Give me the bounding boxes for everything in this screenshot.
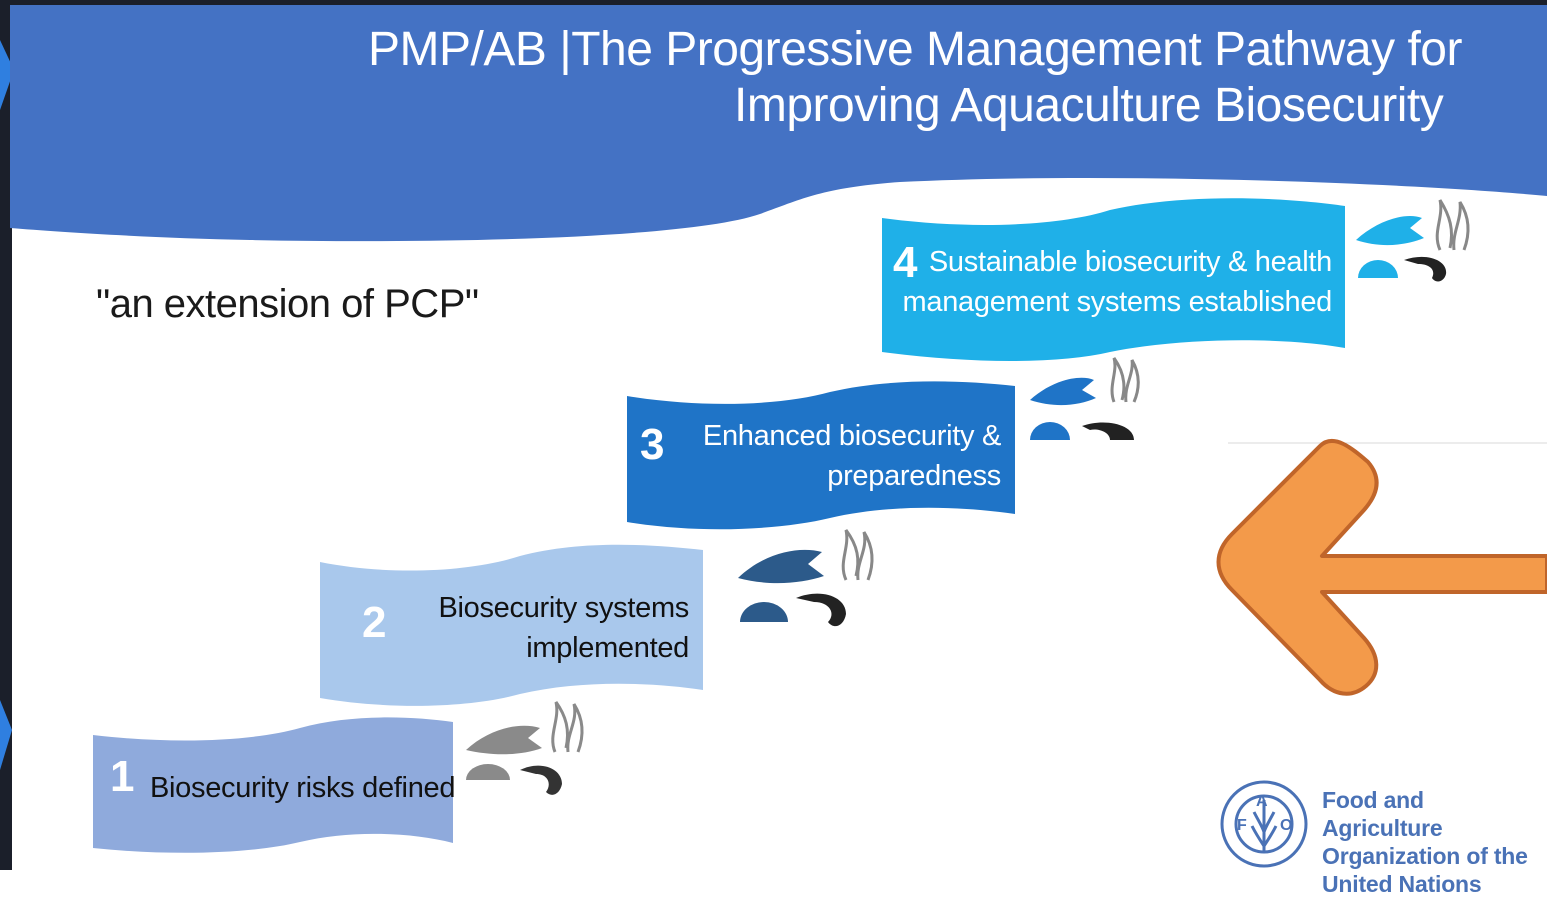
icon-group-4 — [1356, 200, 1468, 281]
shrimp-icon — [1082, 422, 1134, 440]
fish-icon — [1356, 216, 1424, 245]
shrimp-icon — [796, 594, 846, 627]
step-1-number: 1 — [110, 752, 134, 802]
seaweed-icon — [843, 530, 872, 580]
fao-line-3: United Nations — [1322, 870, 1547, 898]
svg-text:F: F — [1237, 817, 1247, 834]
icon-group-1 — [466, 702, 582, 795]
step-1-label: Biosecurity risks defined — [150, 768, 455, 808]
step-4-number: 4 — [893, 238, 917, 288]
fish-icon — [466, 726, 542, 754]
svg-text:A: A — [1256, 793, 1268, 810]
fao-logo-text: Food and Agriculture Organization of the… — [1322, 786, 1547, 898]
step-2-label-line-2: implemented — [526, 628, 689, 668]
fish-icon — [738, 550, 824, 583]
subtitle: "an extension of PCP" — [96, 282, 479, 327]
fish-icon — [1030, 378, 1096, 405]
seaweed-icon — [553, 702, 582, 752]
header-title-line-1: PMP/AB |The Progressive Management Pathw… — [368, 22, 1462, 77]
seaweed-icon — [1437, 200, 1468, 250]
step-2-number: 2 — [362, 598, 386, 648]
step-3-label-line-2: preparedness — [827, 456, 1001, 496]
fao-logo-icon: F A O — [1222, 782, 1306, 866]
fao-line-2: Organization of the — [1322, 842, 1547, 870]
shell-icon — [740, 602, 788, 622]
shrimp-icon — [1404, 257, 1446, 282]
svg-text:O: O — [1280, 817, 1292, 834]
icon-group-2 — [738, 530, 872, 626]
arrow-left-icon — [1219, 441, 1547, 694]
fao-line-1: Food and Agriculture — [1322, 786, 1547, 842]
shrimp-icon — [520, 766, 562, 795]
top-edge-strip — [0, 0, 1547, 5]
seaweed-icon — [1112, 358, 1138, 402]
step-3-label-line-1: Enhanced biosecurity & — [703, 416, 1001, 456]
shell-icon — [466, 764, 510, 780]
step-3-number: 3 — [640, 420, 664, 470]
shell-icon — [1358, 260, 1398, 278]
icon-group-3 — [1030, 358, 1138, 440]
slide: F A O PMP/AB |The Progressive Management… — [0, 0, 1547, 870]
step-4-label-line-1: Sustainable biosecurity & health — [929, 242, 1332, 282]
step-4-label-line-2: management systems established — [903, 282, 1332, 322]
step-2-label-line-1: Biosecurity systems — [438, 588, 689, 628]
shell-icon — [1030, 422, 1070, 440]
header-title-line-2: Improving Aquaculture Biosecurity — [734, 78, 1443, 133]
